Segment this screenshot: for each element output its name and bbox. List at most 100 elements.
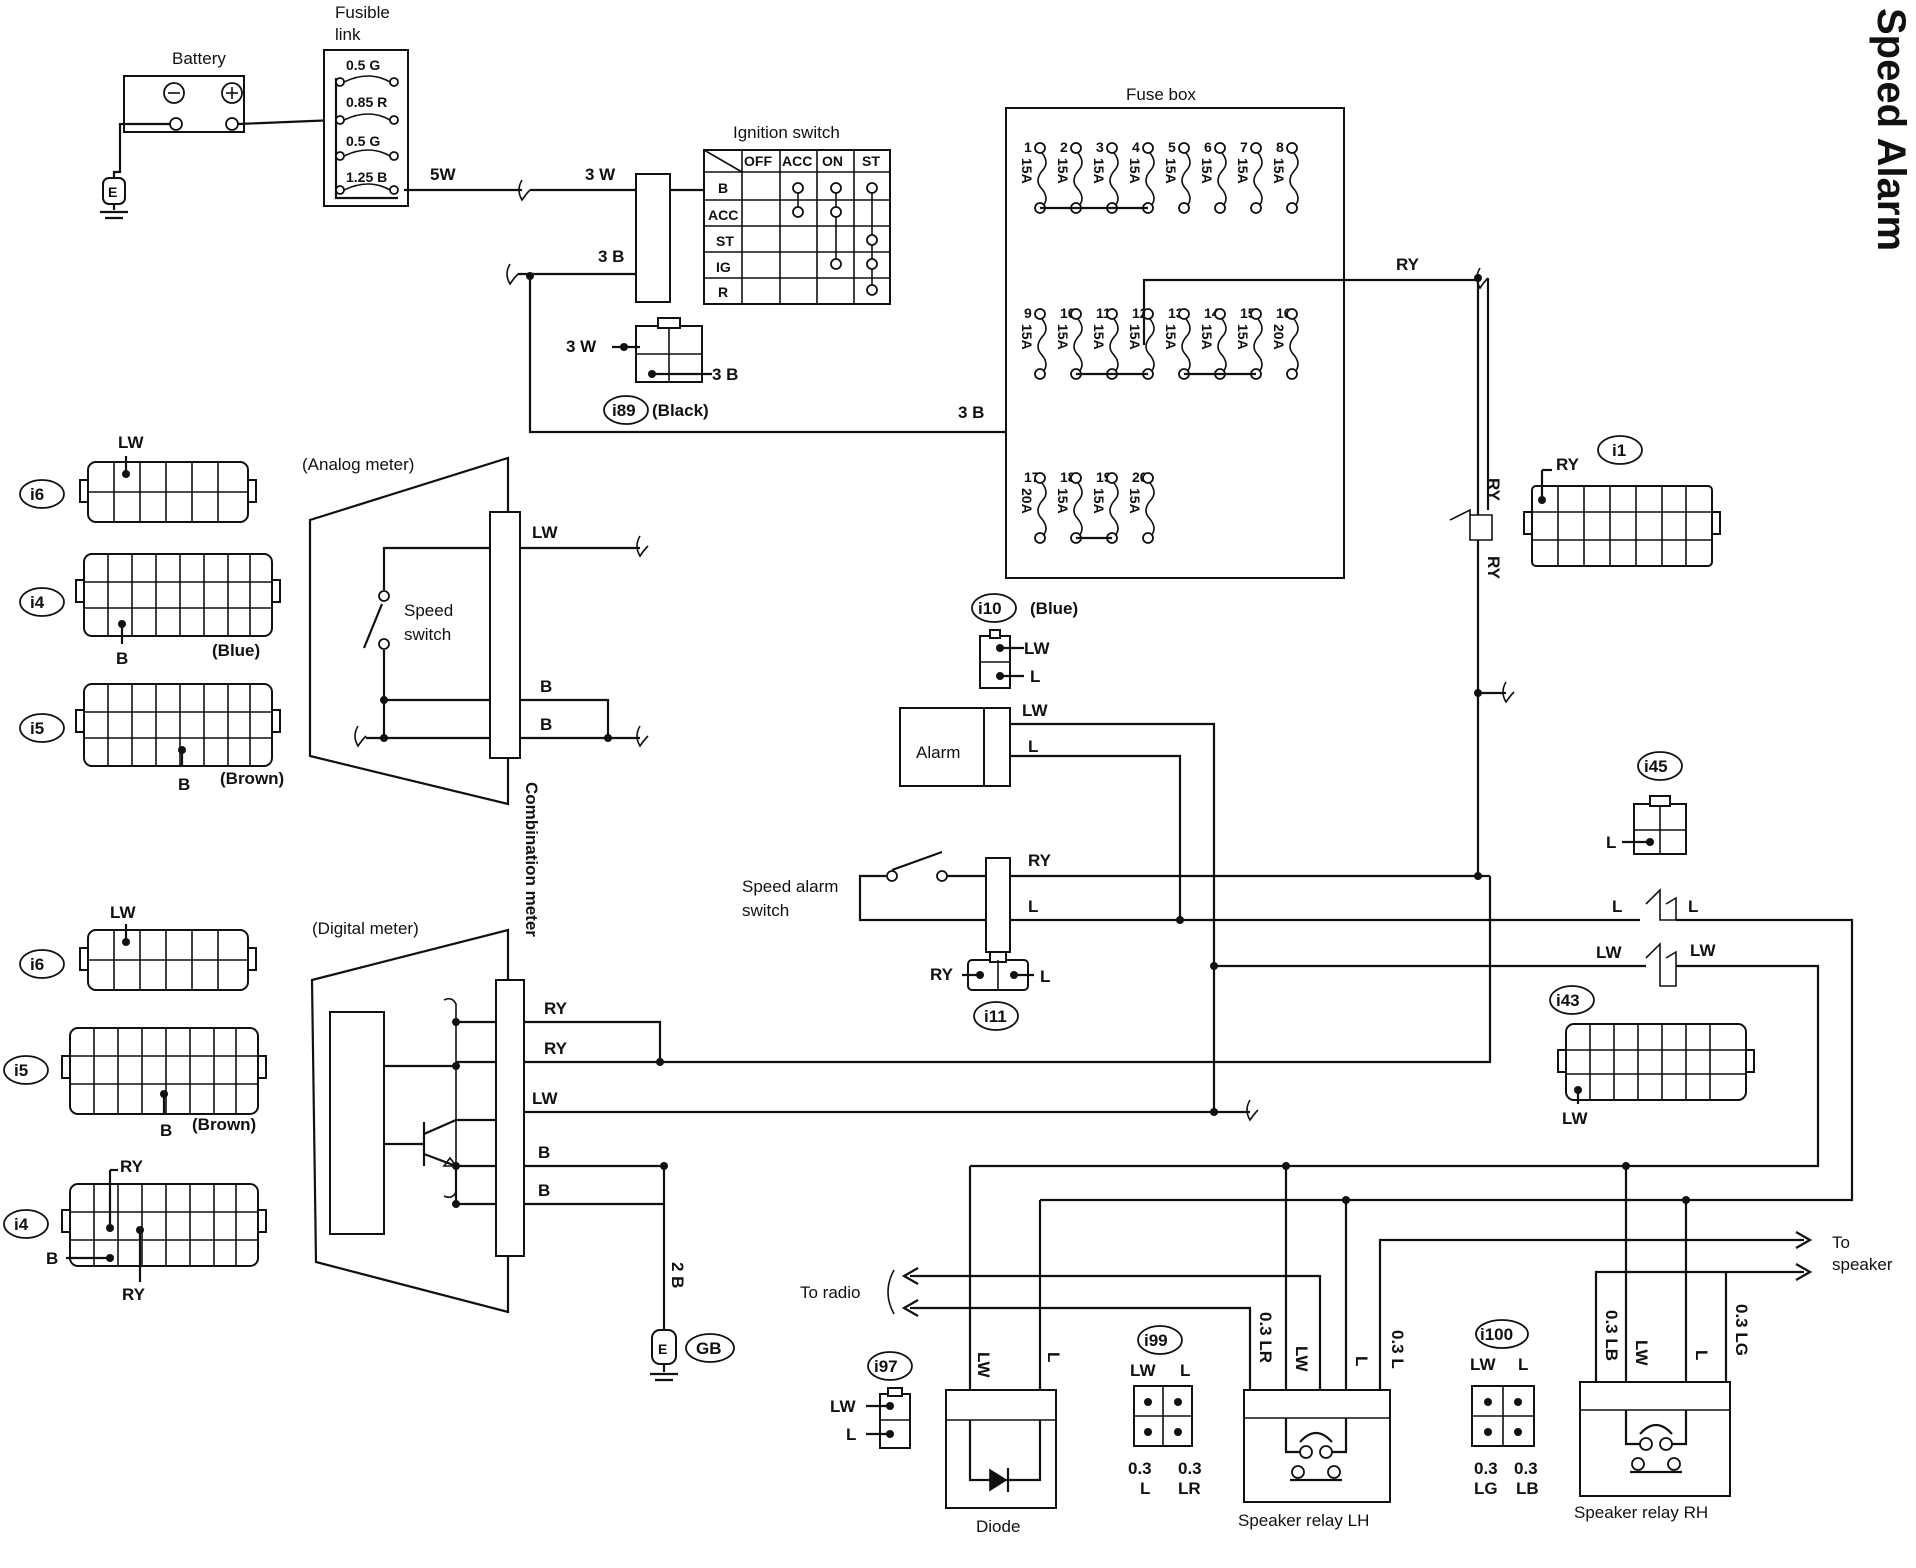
svg-text:0.5 G: 0.5 G [346,133,380,149]
svg-text:ON: ON [822,153,843,169]
svg-text:4: 4 [1132,139,1140,155]
svg-text:(Brown): (Brown) [192,1115,256,1134]
svg-text:20A: 20A [1271,324,1287,350]
svg-text:L: L [1352,1356,1371,1366]
page-title: Speed Alarm [1869,8,1913,251]
svg-text:LW: LW [974,1352,993,1378]
svg-text:i4: i4 [14,1215,29,1234]
svg-text:RY: RY [1028,851,1052,870]
svg-text:15A: 15A [1199,158,1215,184]
connector-i45: i45 L [1606,751,1687,855]
svg-text:(Analog meter): (Analog meter) [302,455,414,474]
svg-text:i6: i6 [30,955,44,974]
svg-text:(Blue): (Blue) [212,641,260,660]
battery-label: Battery [172,49,226,68]
svg-text:RY: RY [930,965,954,984]
svg-text:RY: RY [544,1039,568,1058]
svg-text:L: L [1180,1361,1190,1380]
svg-text:L: L [1044,1352,1063,1362]
svg-text:B: B [538,1143,550,1162]
svg-text:15A: 15A [1091,324,1107,350]
svg-text:2 B: 2 B [668,1262,687,1288]
svg-text:0.3 LB: 0.3 LB [1602,1310,1621,1361]
svg-text:RY: RY [1484,478,1503,502]
svg-text:ACC: ACC [782,153,812,169]
svg-text:3 B: 3 B [958,403,984,422]
svg-text:3 B: 3 B [598,247,624,266]
speed-alarm-switch: Speed alarm switch RY L [742,850,1640,953]
connector-i100: i100 LW L 0.3 0.3 LG LB [1470,1319,1539,1498]
svg-text:15A: 15A [1163,324,1179,350]
svg-text:Diode: Diode [976,1517,1020,1536]
svg-text:L: L [1030,667,1040,686]
svg-text:0.3: 0.3 [1128,1459,1152,1478]
svg-text:15A: 15A [1235,158,1251,184]
svg-text:ST: ST [862,153,880,169]
fusible-link: Fusible link 0.5 G 0.85 R 0.5 G 1.25 B [323,3,409,207]
svg-text:LW: LW [1596,943,1622,962]
svg-text:link: link [335,25,361,44]
svg-text:8: 8 [1276,139,1284,155]
svg-text:ACC: ACC [708,207,738,223]
svg-text:B: B [538,1181,550,1200]
svg-text:15A: 15A [1199,324,1215,350]
svg-text:LW: LW [1130,1361,1156,1380]
svg-text:3: 3 [1096,139,1104,155]
connector-i99: i99 LW L 0.3 0.3 L LR [1128,1325,1202,1498]
svg-text:LW: LW [118,433,144,452]
svg-text:B: B [540,715,552,734]
svg-text:LW: LW [1292,1346,1311,1372]
combination-meter-label: Combination meter [522,782,541,937]
diode: Diode [945,1389,1057,1536]
analog-meter: (Analog meter) Speed switch B B LW [302,455,649,806]
connector-i1: i1 RY [1523,435,1721,567]
svg-text:15A: 15A [1271,158,1287,184]
svg-text:i4: i4 [30,593,45,612]
svg-text:L: L [1518,1355,1528,1374]
battery: Battery [123,49,245,133]
connector-i43: i43 LW [1549,985,1755,1128]
svg-text:LW: LW [1632,1340,1651,1366]
svg-text:L: L [1028,897,1038,916]
svg-text:1.25 B: 1.25 B [346,169,387,185]
svg-text:L: L [1140,1479,1150,1498]
svg-text:6: 6 [1204,139,1212,155]
svg-text:15A: 15A [1019,324,1035,350]
connector-i4-digital: RY i4 RY B [3,1157,267,1304]
svg-text:RY: RY [1396,255,1420,274]
svg-text:0.3 LR: 0.3 LR [1256,1312,1275,1363]
svg-text:B: B [178,775,190,794]
speaker-relay-rh: Speaker relay RH [1574,1381,1731,1522]
svg-text:0.3 LG: 0.3 LG [1732,1304,1751,1356]
svg-text:ST: ST [716,233,734,249]
svg-text:9: 9 [1024,305,1032,321]
svg-text:0.3: 0.3 [1514,1459,1538,1478]
svg-text:B: B [718,180,728,196]
svg-text:i6: i6 [30,485,44,504]
svg-text:RY: RY [120,1157,144,1176]
svg-text:Speed alarm: Speed alarm [742,877,838,896]
svg-text:i99: i99 [1144,1331,1168,1350]
svg-text:Ignition switch: Ignition switch [733,123,840,142]
connector-i97: i97 LW L [830,1351,913,1449]
svg-text:15A: 15A [1091,158,1107,184]
svg-text:(Digital meter): (Digital meter) [312,919,419,938]
svg-text:i97: i97 [874,1357,898,1376]
svg-text:switch: switch [404,625,451,644]
fuse-box: Fuse box 115A215A315A415A515A615A715A815… [1005,85,1345,579]
svg-text:15A: 15A [1235,324,1251,350]
svg-text:15A: 15A [1127,158,1143,184]
svg-text:speaker: speaker [1832,1255,1893,1274]
svg-text:15A: 15A [1163,158,1179,184]
svg-text:Speaker relay RH: Speaker relay RH [1574,1503,1708,1522]
svg-text:LG: LG [1474,1479,1498,1498]
svg-text:GB: GB [696,1339,722,1358]
svg-text:B: B [46,1249,58,1268]
